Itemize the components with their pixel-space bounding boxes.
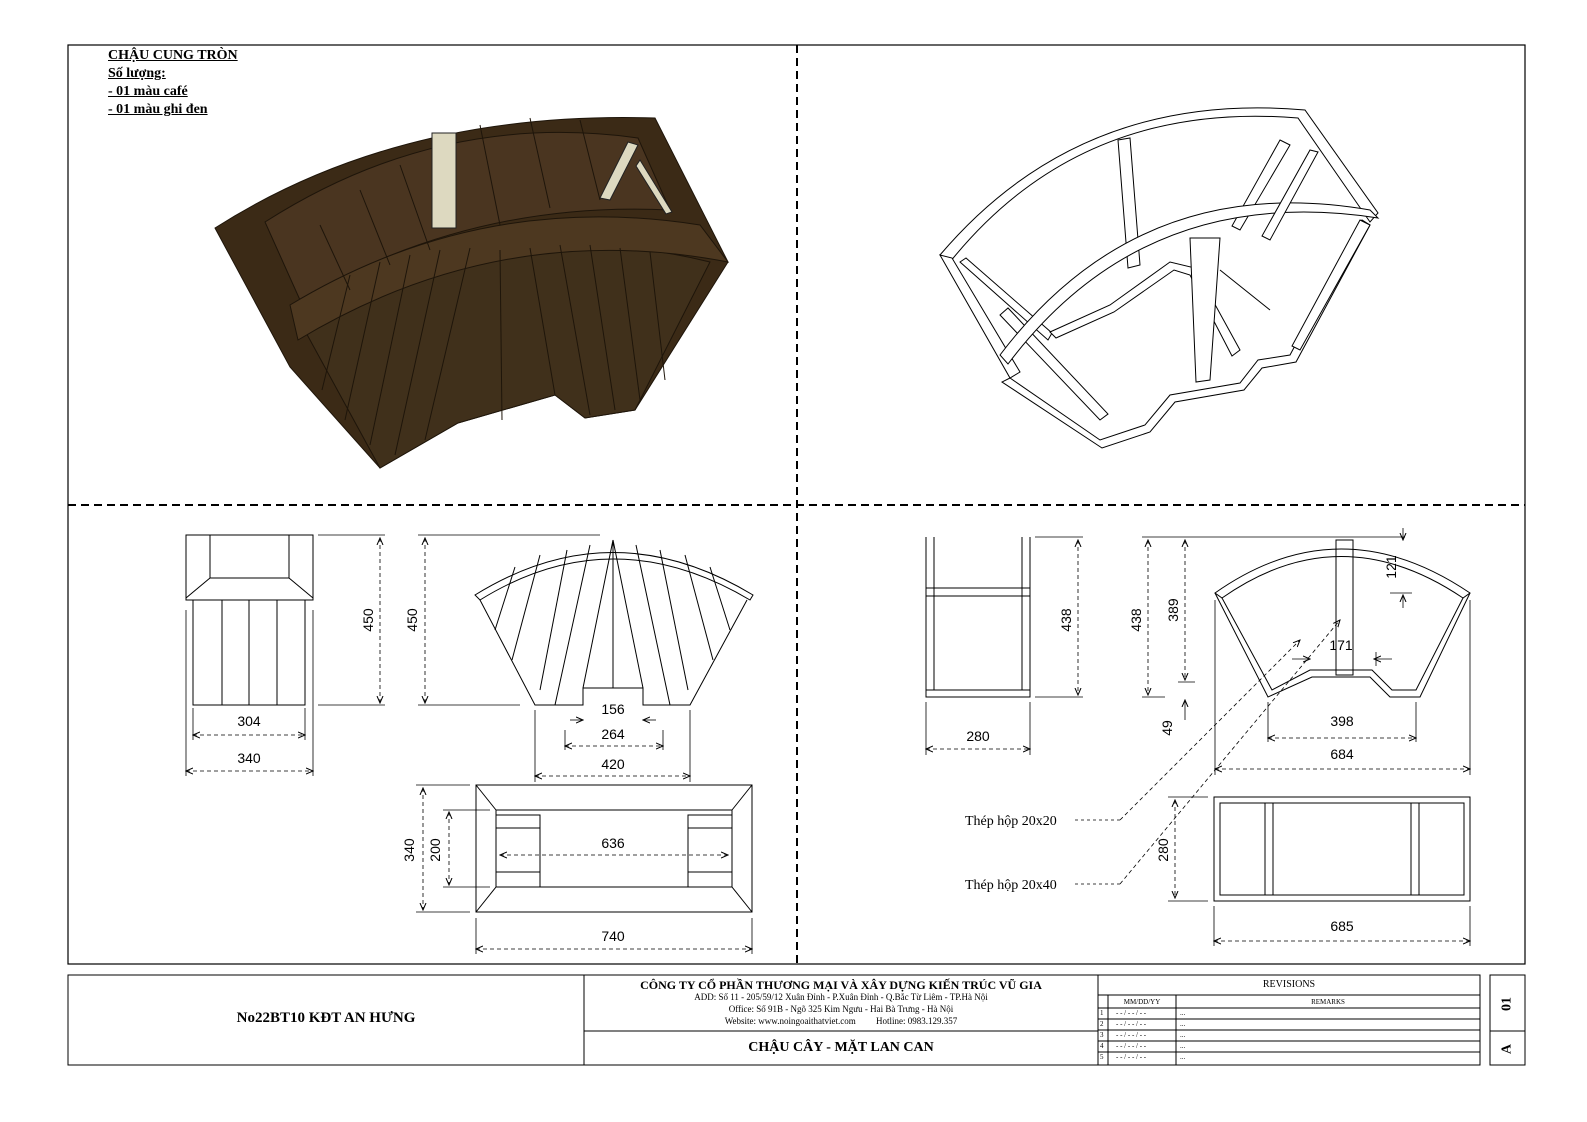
frame-glimpse-left — [431, 132, 457, 229]
dim-frame-side-width: 280 — [966, 728, 990, 744]
planter-note: CHẬU CUNG TRÒN Số lượng: - 01 màu café -… — [108, 47, 238, 119]
planter-front-rim — [289, 216, 730, 341]
dim-frame-total-height: 438 — [1128, 608, 1144, 632]
dim-side-outer-width: 340 — [237, 750, 261, 766]
rev-row: 3 - - / - - / - - ... — [1098, 1030, 1480, 1041]
rev-remarks-col: REMARKS — [1311, 998, 1345, 1006]
dim-frame-plan-depth: 280 — [1155, 838, 1171, 862]
dim-frame-post-width: 171 — [1329, 637, 1353, 653]
dim-frame-side-height: 438 — [1058, 608, 1074, 632]
company-hotline: Hotline: 0983.129.357 — [875, 1016, 958, 1026]
frame-side-view — [925, 537, 1031, 698]
title-block — [67, 974, 1526, 1066]
dim-frame-side-height-389: 389 — [1165, 598, 1181, 622]
rev-remark: ... — [1180, 1009, 1186, 1017]
note-item-cafe: - 01 màu café — [108, 84, 188, 99]
note-title: CHẬU CUNG TRÒN — [108, 48, 238, 63]
rev-date-col: MM/DD/YY — [1123, 998, 1161, 1006]
rev-row: 2 - - / - - / - - ... — [1098, 1019, 1480, 1030]
note-quantity-label: Số lượng: — [108, 66, 166, 81]
dim-plan-inner-length: 636 — [601, 835, 625, 851]
company-address: ADD: Số 11 - 205/59/12 Xuân Đỉnh - P.Xuâ… — [694, 992, 988, 1002]
rev-remark: ... — [1180, 1031, 1186, 1039]
callout-steel-20x40: Thép hộp 20x40 — [965, 878, 1057, 893]
dim-front-bottom-inner: 156 — [601, 701, 625, 717]
dim-plan-inner-depth: 200 — [427, 838, 443, 862]
frame-3d-render — [938, 107, 1380, 449]
planter-plan-view — [475, 784, 753, 913]
sheet-number: 01 — [1499, 997, 1515, 1011]
dim-frame-bottom-width: 398 — [1330, 713, 1354, 729]
rev-remark: ... — [1180, 1053, 1186, 1061]
note-item-gray-black: - 01 màu ghi đen — [108, 102, 208, 117]
company-contact: Website: www.noingoaithatviet.com Hotlin… — [584, 1016, 1098, 1026]
rev-no: 3 — [1100, 1031, 1104, 1039]
rev-row: 5 - - / - - / - - ... — [1098, 1052, 1480, 1063]
callout-steel-20x20: Thép hộp 20x20 — [965, 814, 1057, 829]
rev-remark: ... — [1180, 1042, 1186, 1050]
planter-side-view — [185, 534, 314, 706]
rev-no: 2 — [1100, 1020, 1104, 1028]
dim-plan-outer-depth: 340 — [401, 838, 417, 862]
planter-front-view — [474, 539, 754, 706]
rev-date: - - / - - / - - — [1116, 1053, 1147, 1061]
revisions-table: 1 - - / - - / - - ... 2 - - / - - / - - … — [1098, 1008, 1480, 1063]
rev-date: - - / - - / - - — [1116, 1042, 1147, 1050]
dim-frame-arc-rise: 121 — [1383, 555, 1399, 579]
frame-dimension-lines — [926, 528, 1470, 946]
dim-frame-top-width: 684 — [1330, 746, 1354, 762]
dim-frame-plan-length: 685 — [1330, 918, 1354, 934]
dim-front-bottom-mid: 264 — [601, 726, 625, 742]
company-website: Website: www.noingoaithatviet.com — [724, 1016, 856, 1026]
dim-front-bottom-outer: 420 — [601, 756, 625, 772]
rev-date: - - / - - / - - — [1116, 1020, 1147, 1028]
rev-date: - - / - - / - - — [1116, 1031, 1147, 1039]
rev-no: 5 — [1100, 1053, 1104, 1061]
company-name: CÔNG TY CỔ PHẦN THƯƠNG MẠI VÀ XÂY DỰNG K… — [640, 978, 1042, 992]
dim-side-inner-width: 304 — [237, 713, 261, 729]
sheet-size: A — [1499, 1043, 1515, 1055]
drawing-title: CHẬU CÂY - MẶT LAN CAN — [748, 1040, 934, 1055]
rev-no: 1 — [1100, 1009, 1104, 1017]
rev-no: 4 — [1100, 1042, 1104, 1050]
revisions-header: REVISIONS — [1262, 979, 1316, 990]
rev-row: 1 - - / - - / - - ... — [1098, 1008, 1480, 1019]
company-office: Office: Số 91B - Ngõ 325 Kim Ngưu - Hai … — [728, 1004, 954, 1014]
frame-plan-view — [1213, 796, 1471, 902]
dim-plan-outer-length: 740 — [601, 928, 625, 944]
frame-front-view — [1214, 539, 1471, 698]
rev-row: 4 - - / - - / - - ... — [1098, 1041, 1480, 1052]
dim-side-height: 450 — [360, 608, 376, 632]
rev-date: - - / - - / - - — [1116, 1009, 1147, 1017]
planter-dimension-lines — [186, 534, 752, 954]
dim-front-height: 450 — [404, 608, 420, 632]
project-name: No22BT10 KĐT AN HƯNG — [236, 1010, 416, 1026]
dim-frame-foot-height: 49 — [1159, 720, 1175, 736]
frame-glimpse-right — [599, 141, 639, 201]
planter-3d-render — [214, 117, 730, 469]
rev-remark: ... — [1180, 1020, 1186, 1028]
